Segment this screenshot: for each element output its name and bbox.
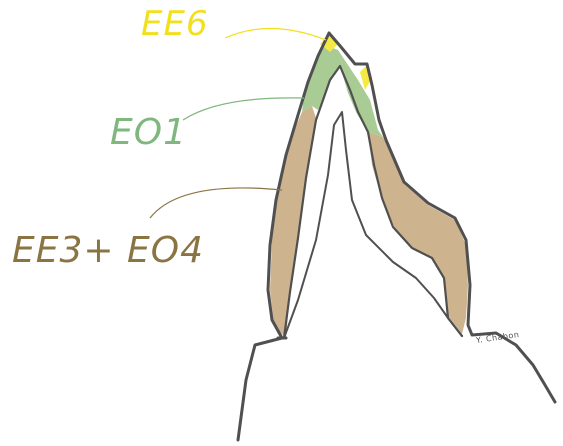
outer-layer-left-tan [270, 106, 316, 338]
label-ee3-eo4: EE3+ EO4 [12, 230, 204, 271]
ee3-eo4-leader-line [150, 188, 282, 218]
label-ee6: EE6 [141, 4, 209, 44]
label-eo1: EO1 [110, 112, 187, 153]
eo1-leader-line [183, 98, 304, 120]
ee6-leader-line [225, 28, 326, 40]
outer-layer-right-tan [368, 132, 468, 334]
